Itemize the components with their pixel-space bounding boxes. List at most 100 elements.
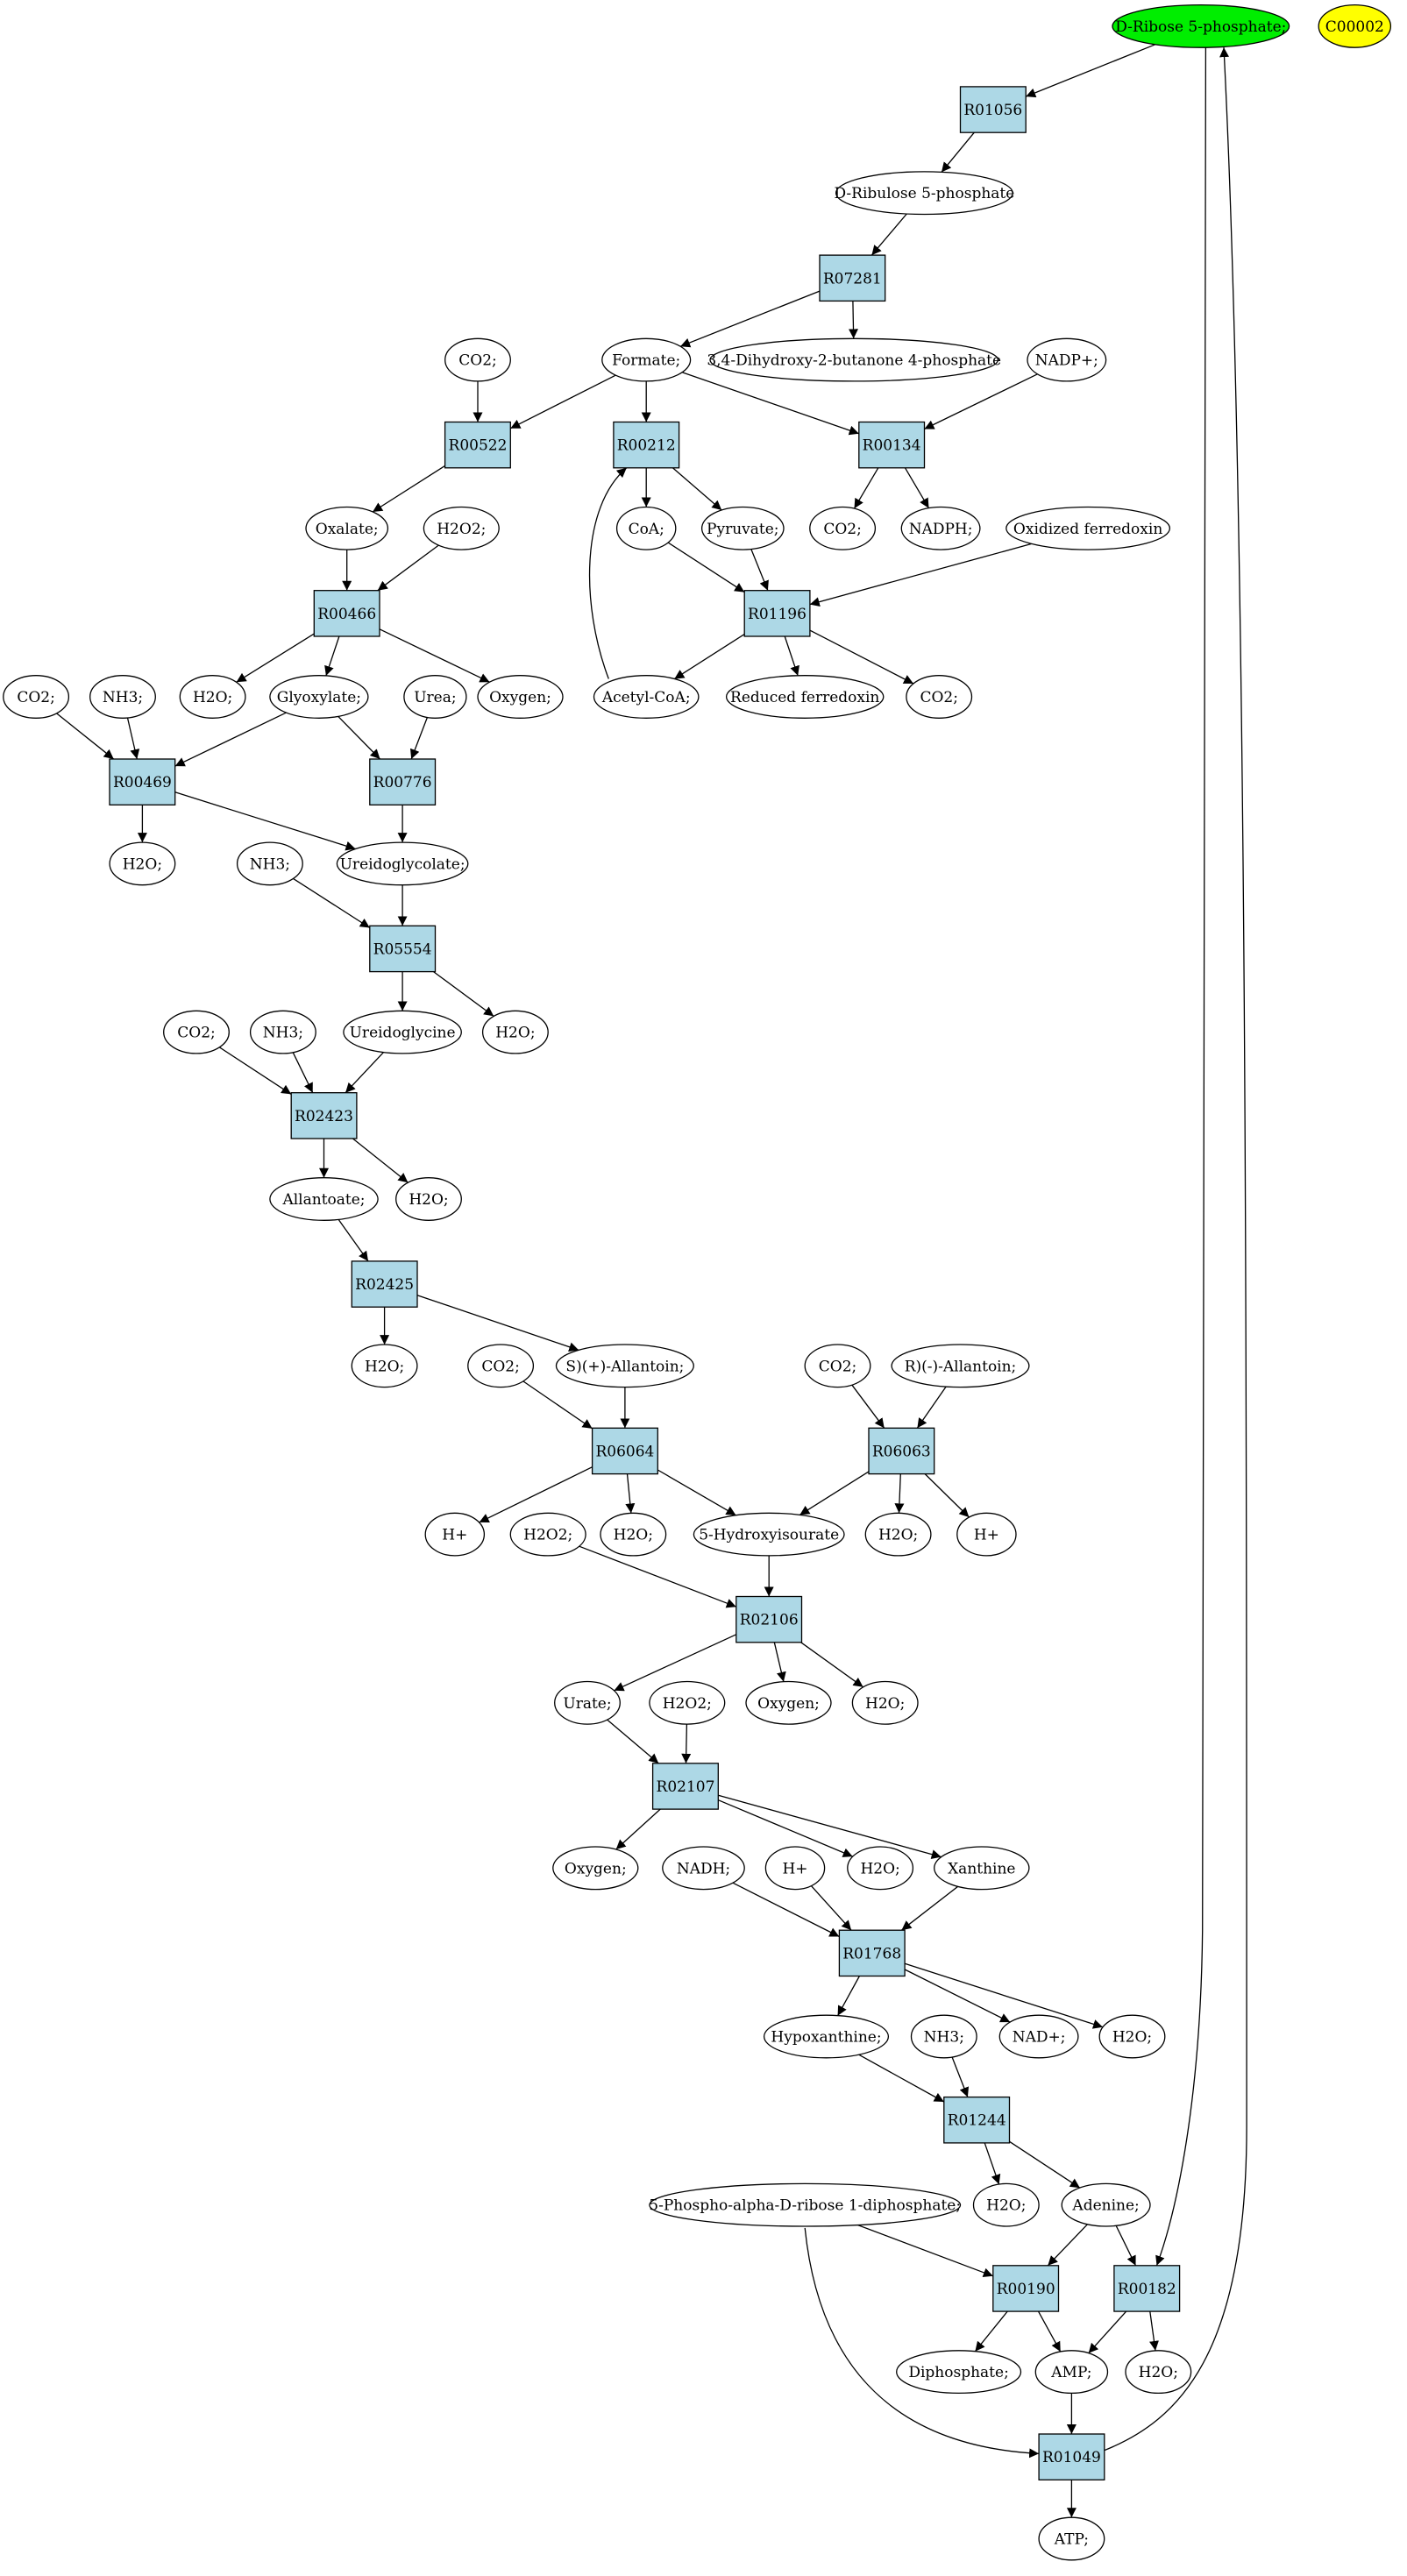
reaction-box [313,590,380,637]
node-label: D-Ribulose 5-phosphate [834,185,1014,202]
reaction-node-r01049: R01049 [1038,2433,1105,2480]
edge-r02107-to-h2o_i [718,1799,853,1857]
reaction-box [591,1427,658,1475]
edge-formate-to-r00134 [681,372,860,436]
compound-node-h2o_c: H2O; [481,1010,549,1054]
edge-r01196-to-acetylcoa [673,634,745,680]
node-label: CO2; [458,352,497,370]
compound-node-hypoxanthine: Hypoxanthine; [763,2014,890,2059]
edge-r00134-to-co2_b [853,467,879,509]
compound-ellipse [424,1512,486,1557]
edge-r01768-to-h2o_j [904,1962,1104,2029]
compound-ellipse [269,1177,379,1221]
compound-ellipse [179,675,246,719]
node-label: CO2; [177,1025,216,1042]
node-label: H2O2; [437,521,486,538]
reaction-box [369,758,437,805]
node-label: R00134 [863,437,921,455]
node-label: Allantoate; [281,1191,365,1209]
edge-adenine-to-r00182 [1115,2225,1137,2267]
edge-nadh-to-r01768 [732,1882,840,1938]
edge-ureidoglycine-to-r02423 [345,1052,384,1094]
node-label: Xanthine [948,1860,1015,1877]
node-label: D-Ribose 5-phosphate; [1115,18,1286,36]
node-label: NADPH; [909,521,973,538]
node-label: R00190 [997,2281,1055,2298]
compound-node-co2_c: CO2; [3,675,70,719]
node-label: R01056 [963,102,1022,119]
reaction-node-r01196: R01196 [743,590,811,637]
reaction-box [651,1763,719,1810]
compound-ellipse [998,2014,1079,2059]
compound-ellipse [864,1512,932,1557]
compound-node-h2o_d: H2O; [395,1177,462,1221]
compound-ellipse [249,1010,316,1054]
edge-urea-to-r00776 [409,717,429,760]
compound-ellipse [1038,2516,1105,2561]
compound-ellipse [649,1680,726,1725]
reaction-box [819,254,886,302]
node-label: CO2; [920,689,958,706]
node-label: Diphosphate; [908,2364,1008,2381]
compound-ellipse [649,2182,962,2227]
edge-r01768-to-nadplus [904,1969,1011,2023]
node-label: R)(-)-Allantoin; [905,1358,1017,1375]
edge-r07281-to-dhbp [848,301,858,339]
edge-hplus_c-to-r01768 [810,1885,852,1931]
node-label: 3,4-Dihydroxy-2-butanone 4-phosphate [707,352,1001,370]
node-label: Urea; [414,689,456,706]
nodes-layer: D-Ribose 5-phosphate;C00002R01056D-Ribul… [3,4,1392,2561]
node-label: Hypoxanthine; [771,2029,881,2047]
node-label: Oxygen; [565,1860,627,1877]
compound-node-nh3_d: NH3; [910,2014,977,2059]
edge-r02107-to-xanthine [718,1794,942,1859]
compound-node-rallantoin: R)(-)-Allantoin; [891,1344,1030,1388]
compound-ellipse [305,506,389,550]
node-label: R00776 [373,774,432,791]
node-label: Pyruvate; [707,521,778,538]
compound-ellipse [1318,4,1392,48]
reaction-node-r01056: R01056 [959,86,1027,133]
node-label: H+ [974,1527,999,1544]
node-label: R01768 [842,1945,901,1962]
edge-r06064-to-h2o_f [625,1473,636,1514]
node-label: R05554 [373,940,432,958]
compound-node-drib5p: D-Ribose 5-phosphate; [1112,4,1290,48]
edge-r01196-to-redfd [784,635,799,677]
node-label: H2O; [365,1358,404,1375]
node-label: R06063 [872,1443,931,1460]
edge-r00190-to-diphosphate [974,2310,1008,2352]
reaction-node-r01768: R01768 [838,1929,906,1977]
edge-h2o2_c-to-r02107 [681,1724,692,1763]
compound-ellipse [477,675,564,719]
compound-node-h2o_e: H2O; [351,1344,418,1388]
edge-co2_g-to-r06063 [851,1384,885,1429]
compound-ellipse [809,506,877,550]
node-label: R02107 [657,1778,715,1796]
compound-ellipse [835,171,1013,216]
node-label: H+ [782,1860,807,1877]
compound-node-h2o_g: H2O; [864,1512,932,1557]
edge-nadp-to-r00134 [924,373,1038,430]
node-label: R06064 [595,1443,654,1460]
compound-node-adenine: Adenine; [1061,2182,1151,2227]
compound-node-nh3_b: NH3; [236,841,303,886]
compound-node-h2o_k: H2O; [972,2182,1040,2227]
compound-ellipse [693,1512,845,1557]
compound-ellipse [1098,2014,1166,2059]
node-label: ATP; [1054,2531,1089,2549]
edge-r02106-to-urate [614,1634,737,1692]
reaction-node-r00522: R00522 [444,421,511,469]
compound-ellipse [662,1846,745,1891]
edge-dribu5p-to-r07281 [870,213,907,256]
reaction-node-r00190: R00190 [992,2265,1060,2312]
node-label: CO2; [819,1358,857,1375]
compound-node-pyruvate: Pyruvate; [700,506,785,550]
edge-h2o2_a-to-r00466 [377,544,439,592]
compound-node-diphosphate: Diphosphate; [896,2350,1022,2395]
edge-r02425-to-sallantoin [416,1295,579,1352]
node-label: Oxalate; [316,521,379,538]
compound-node-oxygen_b: Oxygen; [745,1680,832,1725]
edge-r02106-to-oxygen_b [773,1642,786,1682]
compound-node-nadh: NADH; [662,1846,745,1891]
